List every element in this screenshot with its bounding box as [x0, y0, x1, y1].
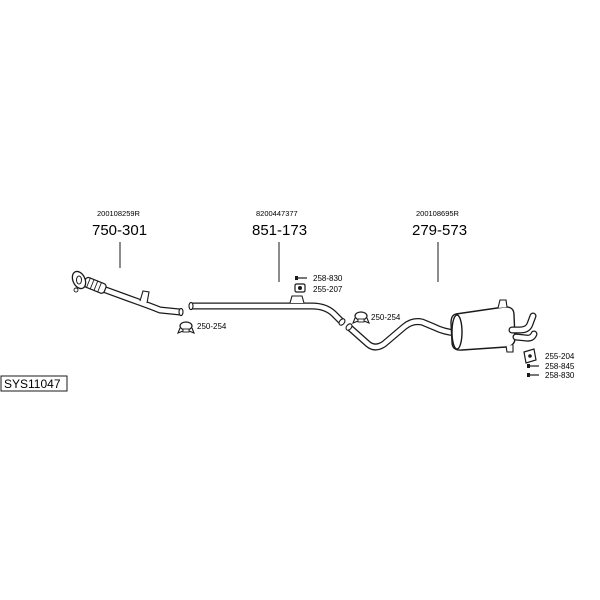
label-clamp-front: 250-254	[197, 322, 227, 331]
system-code: SYS11047	[4, 377, 61, 391]
rubber-mount-icon	[294, 283, 306, 293]
bolt-icon	[295, 276, 307, 280]
label-bolt-rear-2: 258-830	[545, 371, 575, 380]
oem-number-rear-silencer: 200108695R	[416, 209, 460, 218]
label-rubber-rear: 255-204	[545, 352, 575, 361]
front-pipe	[71, 270, 184, 317]
part-number-front-pipe: 750-301	[92, 222, 147, 239]
rear-silencer-pipe	[345, 318, 460, 351]
clamp-icon	[177, 321, 195, 334]
label-clamp-mid: 250-254	[371, 313, 401, 322]
label-nut-top: 255-207	[313, 285, 343, 294]
part-number-rear-silencer: 279-573	[412, 222, 467, 239]
bolt-icon	[527, 364, 539, 368]
oem-number-middle-pipe: 8200447377	[256, 209, 298, 218]
middle-pipe	[188, 295, 346, 326]
rear-silencer	[450, 299, 538, 353]
bolt-icon	[527, 373, 539, 377]
label-bolt-rear-1: 258-845	[545, 362, 575, 371]
system-code-box	[0, 375, 68, 392]
part-number-middle-pipe: 851-173	[252, 222, 307, 239]
clamp-icon	[352, 311, 370, 324]
label-bolt-top: 258-830	[313, 274, 343, 283]
oem-number-front-pipe: 200108259R	[97, 209, 141, 218]
rubber-mount-icon	[523, 348, 537, 364]
